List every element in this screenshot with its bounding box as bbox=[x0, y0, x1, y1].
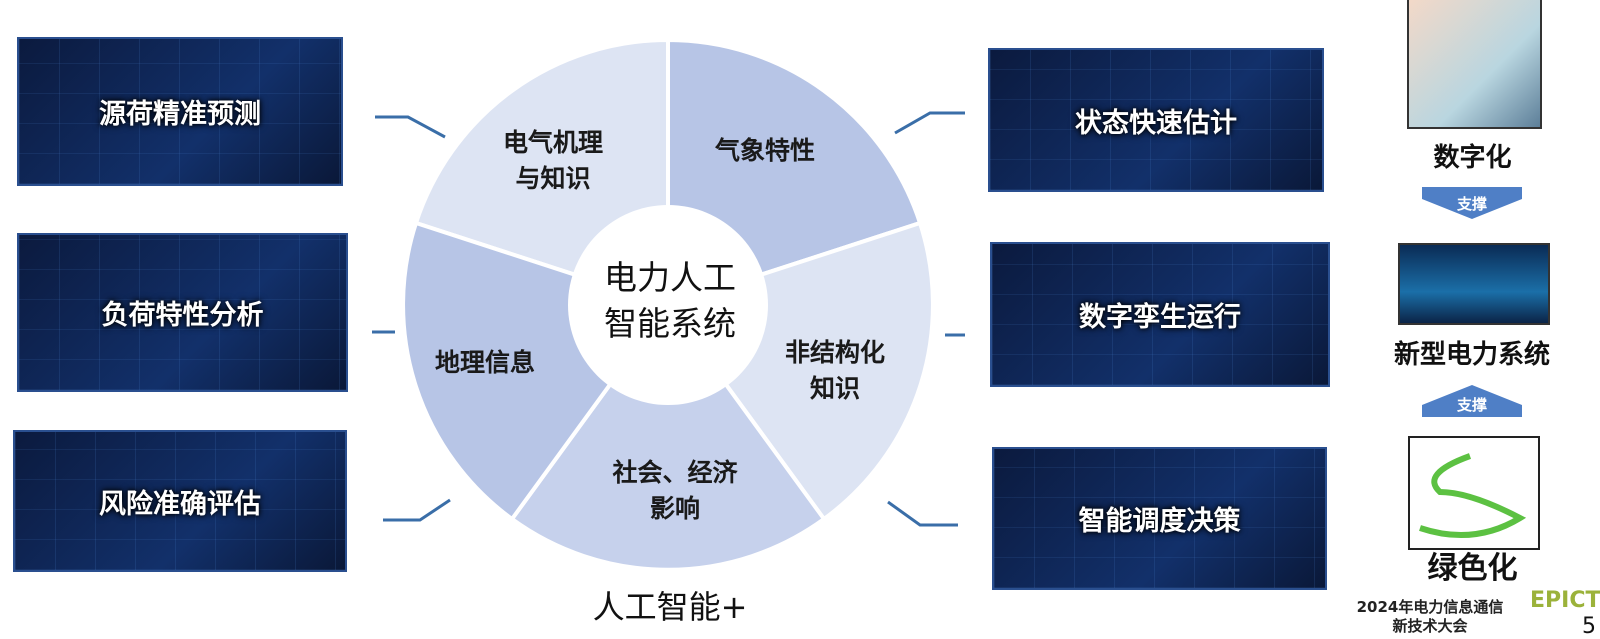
power-system-image bbox=[1398, 243, 1550, 325]
panel-digital-twin: 数字孪生运行 bbox=[990, 242, 1330, 387]
green-energy-image bbox=[1408, 436, 1540, 550]
label-green: 绿色化 bbox=[1427, 551, 1518, 586]
segment-social bbox=[509, 301, 827, 572]
panel-load-analysis: 负荷特性分析 bbox=[17, 233, 348, 392]
support-arrow-down: 支撑 bbox=[1422, 187, 1522, 219]
connector-lines bbox=[372, 111, 965, 527]
label-new-power-system: 新型电力系统 bbox=[1393, 340, 1550, 370]
segment-label-geo: 地理信息 bbox=[434, 348, 535, 377]
ai-image bbox=[1407, 0, 1542, 129]
segment-label-unstructured: 非结构化 知识 bbox=[784, 338, 885, 404]
segment-label-weather: 气象特性 bbox=[714, 136, 815, 165]
panel-state-estimation: 状态快速估计 bbox=[988, 48, 1324, 192]
label-digitalization: 数字化 bbox=[1433, 143, 1512, 173]
panel-risk-assessment: 风险准确评估 bbox=[13, 430, 347, 572]
panel-source-load-forecast: 源荷精准预测 bbox=[17, 37, 343, 186]
center-circle bbox=[568, 205, 768, 405]
panel-dispatch-decision: 智能调度决策 bbox=[992, 447, 1327, 590]
page-number: 5 bbox=[1582, 614, 1596, 639]
support-arrow-up: 支撑 bbox=[1422, 385, 1522, 417]
footer-conference: 2024年电力信息通信新技术大会 bbox=[1356, 598, 1504, 635]
segment-label-social: 社会、经济 影响 bbox=[612, 458, 738, 524]
epict-logo: EPICT bbox=[1530, 588, 1600, 613]
segment-label-electrical: 电气机理 与知识 bbox=[502, 128, 603, 194]
caption: 人工智能+ bbox=[592, 588, 748, 626]
center-title: 电力人工智能系统 bbox=[604, 258, 736, 344]
